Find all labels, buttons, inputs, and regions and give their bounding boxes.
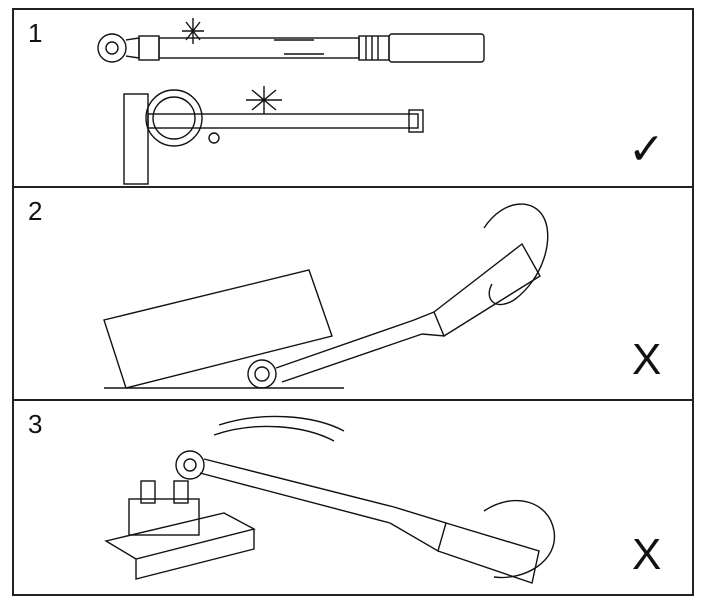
instruction-sheet: 1	[12, 8, 694, 596]
angled-wrench-drawing	[103, 203, 549, 389]
checkmark-icon: ✓	[628, 125, 665, 174]
fixture-block	[128, 480, 200, 536]
torque-wrench-and-caliper-drawing	[97, 18, 485, 185]
panel-number: 3	[28, 409, 43, 439]
motion-lines	[213, 415, 345, 442]
panel-number: 1	[28, 18, 43, 48]
cross-icon: X	[632, 335, 662, 384]
hand	[483, 203, 549, 306]
panel-3: 3	[14, 401, 692, 596]
wrench-head	[247, 359, 277, 389]
cross-icon: X	[632, 530, 662, 579]
wrench-head	[175, 450, 205, 480]
panel-number: 2	[28, 196, 43, 226]
base-plate	[104, 512, 256, 580]
torque-wrench	[97, 33, 485, 63]
hand	[483, 499, 556, 579]
torque-wrench	[199, 458, 540, 584]
panel-1: 1	[14, 10, 692, 188]
panel-2: 2 X	[14, 188, 692, 401]
sparkle-icon	[182, 18, 204, 44]
sparkle-icon	[246, 86, 282, 114]
dial-caliper	[123, 89, 424, 185]
wrench-on-fixture-drawing	[104, 415, 556, 584]
torque-wrench	[275, 242, 541, 383]
tilted-block	[103, 269, 333, 389]
